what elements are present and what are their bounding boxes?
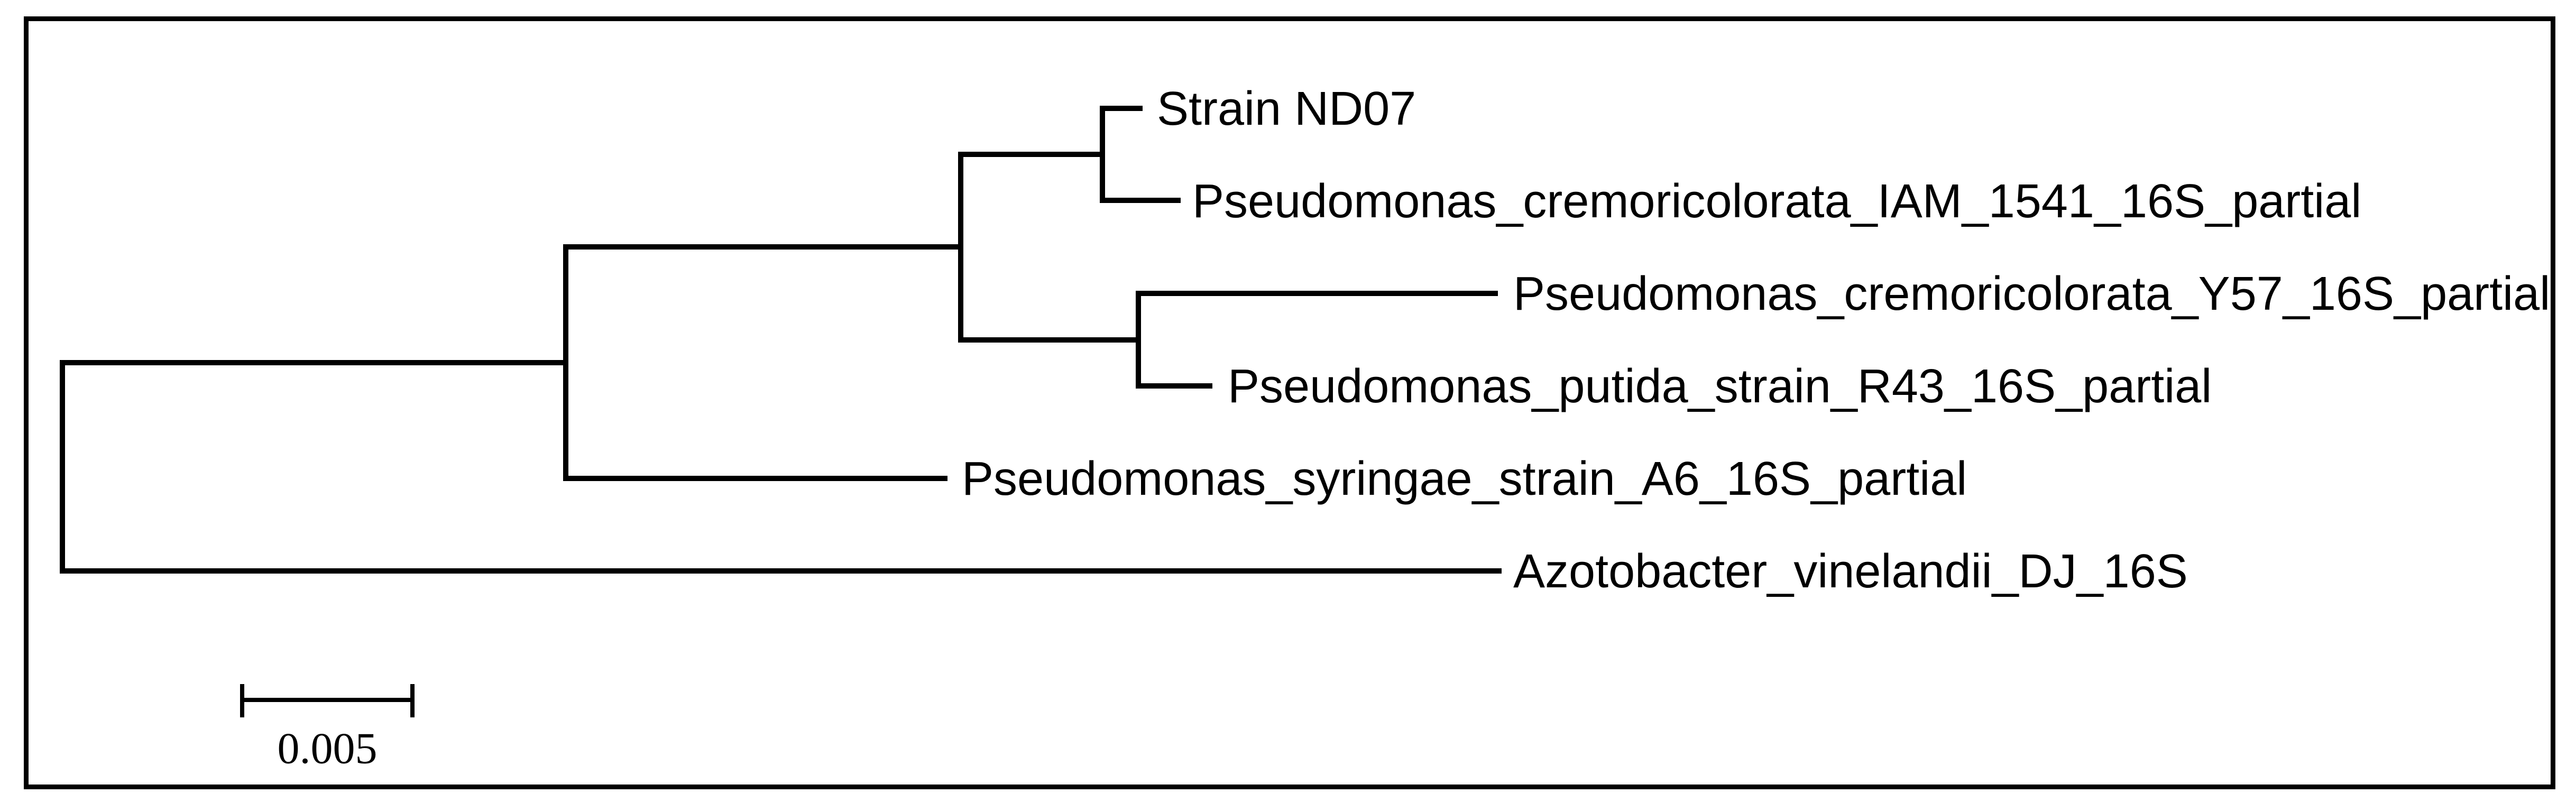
taxon-label-strain-nd07: Strain ND07 <box>1157 82 1416 135</box>
taxon-label-putida-r43: Pseudomonas_putida_strain_R43_16S_partia… <box>1228 360 2212 413</box>
scale-bar-value-label: 0.005 <box>278 724 378 773</box>
scale-bar: 0.005 <box>240 684 415 773</box>
figure-border <box>24 16 2555 789</box>
taxon-label-azotobacter-vinelandii: Azotobacter_vinelandii_DJ_16S <box>1513 545 2188 598</box>
taxon-label-cremoricolorata-y57: Pseudomonas_cremoricolorata_Y57_16S_part… <box>1513 267 2550 320</box>
taxon-label-cremoricolorata-iam-1541: Pseudomonas_cremoricolorata_IAM_1541_16S… <box>1192 175 2361 228</box>
taxon-label-syringae-a6: Pseudomonas_syringae_strain_A6_16S_parti… <box>962 453 1967 505</box>
